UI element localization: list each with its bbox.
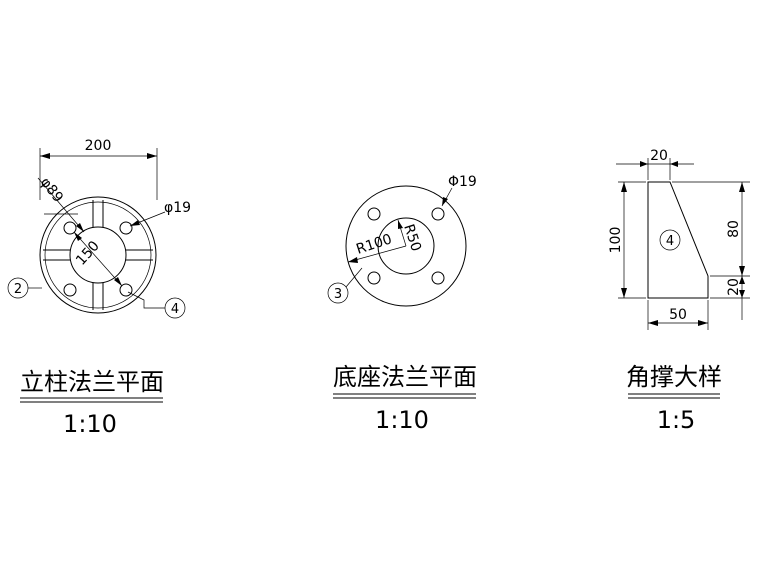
outer-dia-dim: φ89	[37, 175, 66, 206]
callout-3: 3	[334, 287, 342, 302]
bottom-dim: 50	[669, 307, 687, 323]
hole-dia-dim: φ19	[164, 200, 191, 216]
width-dim: 200	[85, 138, 112, 154]
r-inner-dim: R50	[400, 222, 424, 253]
gusset-detail: 20 100 80 20 50 4 角撑大样 1:5	[608, 148, 750, 434]
bolt-circle-dim: 150	[73, 238, 103, 269]
upper-dim: 80	[726, 220, 742, 238]
base-hole-dia-dim: Φ19	[448, 174, 477, 190]
lower-dim: 20	[726, 278, 742, 296]
title-column-flange: 立柱法兰平面	[20, 368, 164, 396]
scale-column-flange: 1:10	[63, 410, 117, 438]
height-dim: 100	[608, 227, 624, 254]
callout-2: 2	[14, 282, 22, 297]
gusset-callout-4: 4	[666, 234, 674, 249]
title-base-flange: 底座法兰平面	[333, 363, 477, 391]
r-outer-dim: R100	[354, 231, 394, 257]
base-flange-plan: Φ19 R100 R50 3 底座法兰平面 1:10	[327, 174, 477, 434]
column-flange-plan: 200 φ89 φ19 150 2 4 立柱法兰平面 1:10	[7, 138, 191, 438]
callout-4: 4	[171, 302, 179, 317]
scale-base-flange: 1:10	[375, 406, 429, 434]
top-dim: 20	[650, 148, 668, 164]
scale-gusset: 1:5	[657, 406, 696, 434]
title-gusset: 角撑大样	[626, 363, 722, 391]
